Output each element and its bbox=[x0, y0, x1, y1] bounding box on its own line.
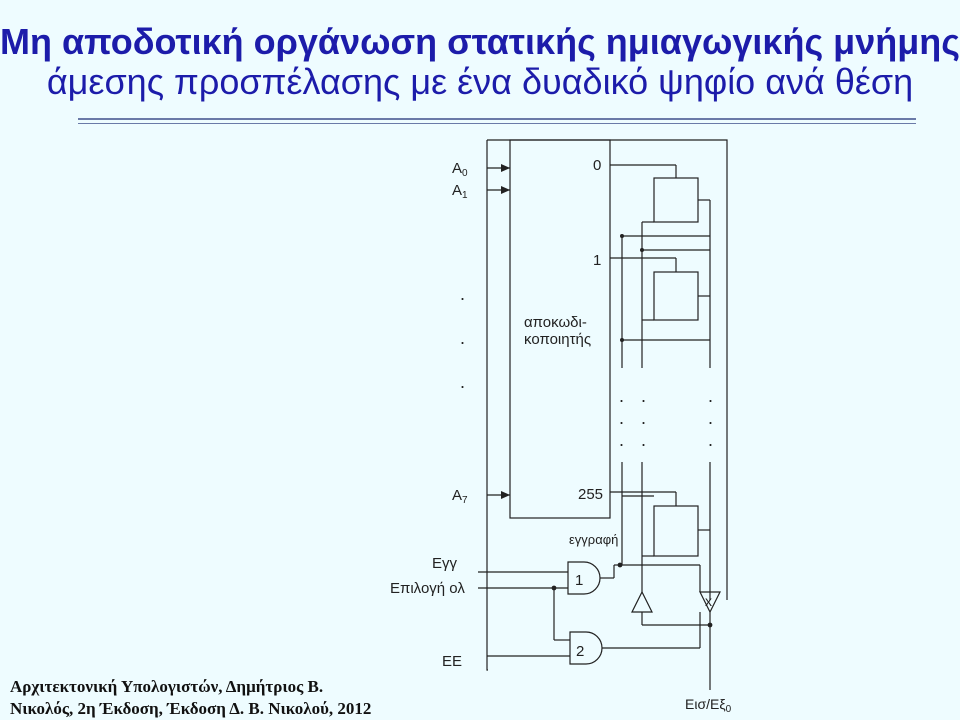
title-rule-thick bbox=[78, 118, 916, 120]
footer-line-1: Αρχιτεκτονική Υπολογιστών, Δημήτριος Β. bbox=[10, 677, 324, 696]
ellipsis-dot: . bbox=[619, 386, 624, 406]
junction bbox=[620, 234, 624, 238]
footer-credit: Αρχιτεκτονική Υπολογιστών, Δημήτριος Β. … bbox=[10, 676, 371, 720]
and-gate-1 bbox=[567, 561, 601, 595]
ellipsis-dot: . bbox=[460, 284, 465, 304]
select-label: Επιλογή ολ bbox=[390, 580, 465, 597]
decoder-out-1: 1 bbox=[593, 252, 601, 269]
memory-cell-255 bbox=[653, 505, 699, 557]
junction bbox=[620, 338, 624, 342]
title-line-1: Μη αποδοτική οργάνωση στατικής ημιαγωγικ… bbox=[0, 21, 960, 62]
title-rule-thin bbox=[78, 123, 916, 124]
ellipsis-dot: . bbox=[708, 430, 713, 450]
io-label: Εισ/Εξ0 bbox=[685, 696, 732, 715]
read-buffer bbox=[699, 591, 721, 614]
ellipsis-dot: . bbox=[619, 408, 624, 428]
outer-frame-line bbox=[486, 140, 488, 671]
ellipsis-dot: . bbox=[619, 430, 624, 450]
footer-line-2: Νικολός, 2η Έκδοση, Έκδοση Δ. Β. Νικολού… bbox=[10, 699, 372, 718]
decoder-out-0: 0 bbox=[593, 157, 601, 174]
x-label: x bbox=[705, 593, 712, 609]
decoder-label-1: αποκωδι- bbox=[524, 314, 587, 331]
decoder-label-2: κοποιητής bbox=[524, 331, 591, 348]
decoder-out-255: 255 bbox=[578, 486, 603, 503]
write-label: εγγραφή bbox=[569, 532, 618, 547]
decoder-box bbox=[509, 139, 611, 519]
junction bbox=[551, 585, 557, 591]
memory-cell-0 bbox=[653, 177, 699, 223]
ellipsis-dot: . bbox=[641, 408, 646, 428]
write-buffer bbox=[631, 590, 653, 613]
label-a7: A7 bbox=[452, 487, 468, 506]
ellipsis-dot: . bbox=[460, 328, 465, 348]
ellipsis-dot: . bbox=[641, 386, 646, 406]
ee-label: ΕΕ bbox=[442, 653, 462, 670]
ellipsis-dot: . bbox=[708, 408, 713, 428]
label-a0: A0 bbox=[452, 160, 468, 179]
junction bbox=[617, 562, 623, 568]
memory-cell-1 bbox=[653, 271, 699, 321]
gate-1-label: 1 bbox=[575, 572, 583, 589]
title-line-2: άμεσης προσπέλασης με ένα δυαδικό ψηφίο … bbox=[46, 61, 914, 102]
page-title: Μη αποδοτική οργάνωση στατικής ημιαγωγικ… bbox=[0, 22, 960, 102]
ellipsis-dot: . bbox=[460, 372, 465, 392]
ellipsis-dot: . bbox=[708, 386, 713, 406]
and-gate-2 bbox=[569, 631, 603, 665]
top-frame-line bbox=[487, 139, 728, 600]
junction bbox=[640, 248, 644, 252]
enable-label: Εγγ bbox=[432, 555, 458, 572]
gate-2-label: 2 bbox=[576, 643, 584, 660]
label-a1: A1 bbox=[452, 182, 468, 201]
junction bbox=[707, 622, 713, 628]
ellipsis-dot: . bbox=[641, 430, 646, 450]
